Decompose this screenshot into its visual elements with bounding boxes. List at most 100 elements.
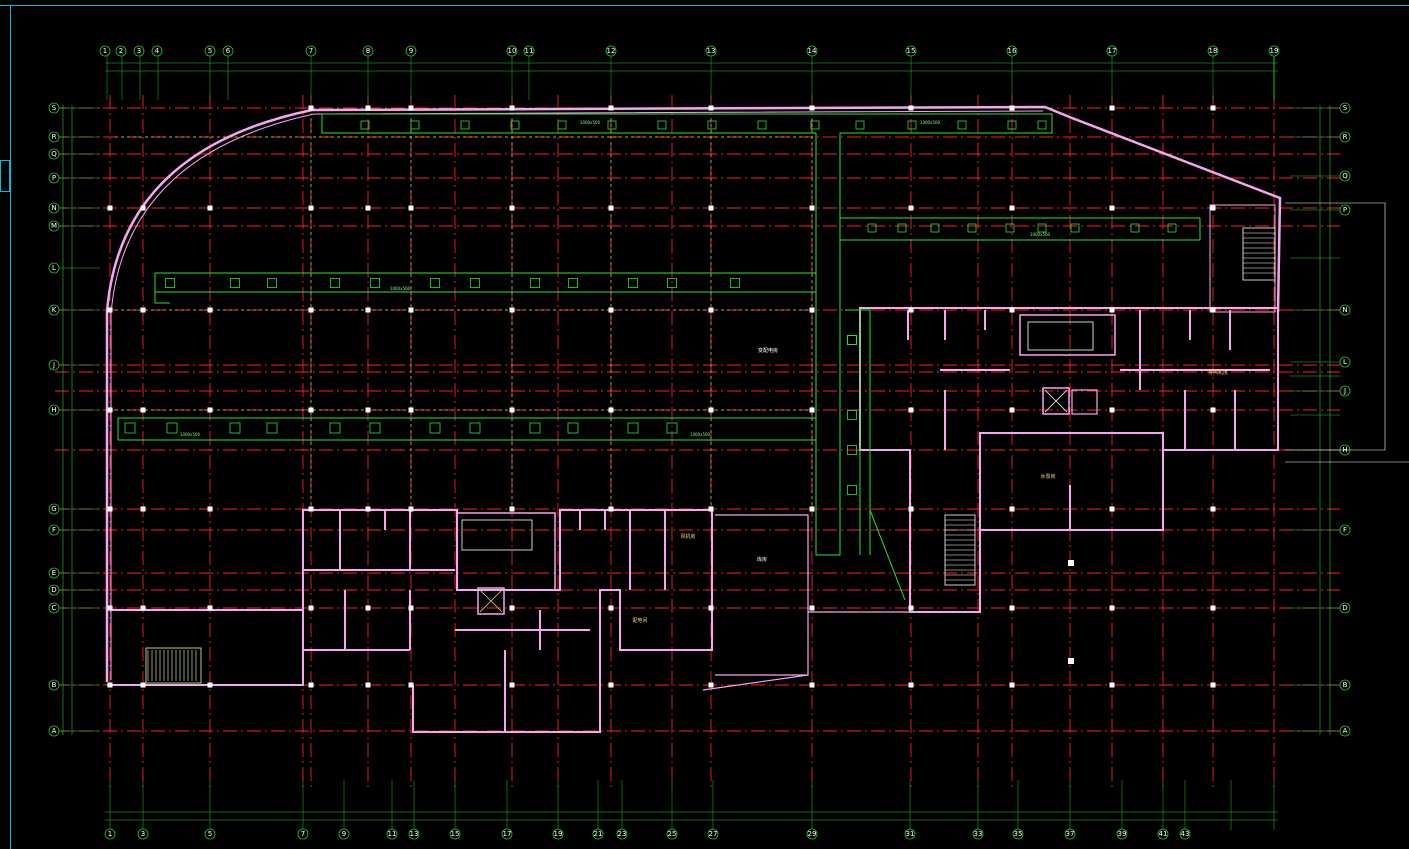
grid-bubble-label: J [52,361,55,369]
dimension-lines [56,55,1340,830]
room-label: 变配电房 [758,347,778,354]
grid-bubble-label: 11 [525,47,534,55]
column [809,407,815,413]
column [1210,105,1216,111]
grid-bubble-label: B [1343,681,1348,689]
column [608,682,614,688]
grid-bubble-circle [616,828,628,840]
column [908,407,914,413]
column [608,205,614,211]
grid-bubble: B [1339,679,1351,691]
column [1009,205,1015,211]
grid-bubble: 1 [104,828,116,840]
column [408,682,414,688]
column [509,105,515,111]
grid-bubble-circle [1339,304,1351,316]
side-tab[interactable] [0,160,10,192]
column [408,605,414,611]
grid-bubble: 11 [386,828,398,840]
grid-bubble-label: 18 [1209,47,1218,55]
diffuser [847,410,857,420]
column [365,205,371,211]
column [140,407,146,413]
grid-bubble: 15 [449,828,461,840]
diffuser [847,485,857,495]
east-block-wall [859,307,1279,613]
column [207,605,213,611]
grid-bubble: E [48,567,60,579]
grid-bubble-label: 31 [906,830,915,838]
grid-bubble-circle [48,262,60,274]
grid-bubble-circle [305,45,317,57]
column [207,407,213,413]
grid-bubble-label: A [1343,727,1348,735]
column [809,205,815,211]
duct-size-label: 1000x500 [180,432,201,437]
grid-bubble-label: 39 [1118,830,1127,838]
grid-bubble: 13 [705,45,717,57]
grid-bubble-label: 43 [1181,830,1190,838]
grid-bubble-label: 9 [342,830,346,838]
grid-bubble-label: E [52,569,56,577]
diffuser [410,120,420,130]
column [1210,682,1216,688]
column [1009,407,1015,413]
column [207,307,213,313]
diffuser [847,335,857,345]
column [140,605,146,611]
diffuser [930,223,940,233]
diffuser [667,278,677,288]
grid-bubble: 35 [1012,828,1024,840]
grid-bubble-label: 19 [554,830,563,838]
diffuser [1037,223,1047,233]
grid-bubble: 39 [1116,828,1128,840]
diffuser [627,422,639,434]
column [608,105,614,111]
grid-bubble-circle [666,828,678,840]
stair-icon [1242,227,1276,281]
column [107,407,113,413]
diffuser [369,422,381,434]
diffuser [757,120,767,130]
diffuser [967,223,977,233]
grid-bubble: 5 [204,828,216,840]
column [365,682,371,688]
column [1068,560,1074,566]
duct-size-label: 1000x500 [920,120,941,125]
air-diffusers [124,120,1177,495]
duct-size-label: 1000x500 [690,432,711,437]
grid-bubble-circle [1339,131,1351,143]
column [809,682,815,688]
grid-bubble-circle [1064,828,1076,840]
grid-bubble-label: 1 [108,830,112,838]
duct-main-north [321,113,1053,145]
grid-bubble: F [48,524,60,536]
grid-bubble: 37 [1064,828,1076,840]
grid-bubble-label: 13 [707,47,716,55]
grid-bubble-circle [48,404,60,416]
column [365,605,371,611]
grid-bubble-circle [48,359,60,371]
grid-bubble-label: 7 [301,830,305,838]
grid-bubble-circle [1268,45,1280,57]
column [308,307,314,313]
grid-bubble: F [1339,524,1351,536]
grid-bubble-circle [99,45,111,57]
grid-bubble-label: N [1342,306,1347,314]
grid-bubble: J [48,359,60,371]
grid-bubble-circle [806,828,818,840]
grid-bubble-circle [48,304,60,316]
column [708,506,714,512]
column [308,105,314,111]
grid-bubble-label: 19 [1270,47,1279,55]
grid-bubble-circle [972,828,984,840]
grid-bubble-circle [48,524,60,536]
diffuser [530,278,540,288]
grid-bubble: P [48,172,60,184]
drawing-annotations: 1000x500 1000x500 1000x500 1000x500 1000… [180,120,1228,624]
